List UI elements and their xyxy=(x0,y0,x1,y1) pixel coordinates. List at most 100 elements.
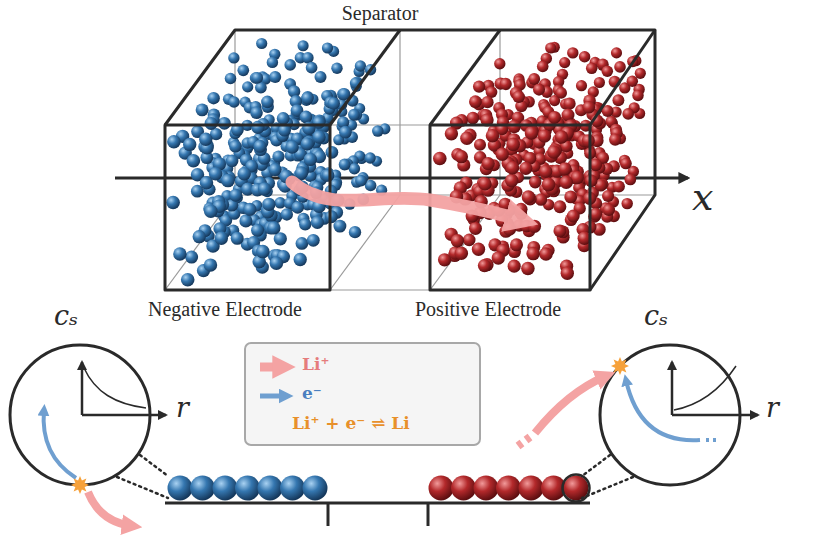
active-particle xyxy=(563,98,575,110)
active-particle xyxy=(311,216,324,229)
active-particle xyxy=(269,163,282,176)
active-particle xyxy=(185,251,198,264)
separator-tick xyxy=(327,503,330,526)
active-particle xyxy=(538,129,551,142)
active-particle xyxy=(478,177,491,190)
positive-particle xyxy=(496,476,521,501)
part-label: Separator xyxy=(342,2,419,25)
active-particle xyxy=(204,205,218,219)
reaction-star xyxy=(71,476,89,494)
active-particle xyxy=(506,161,520,175)
active-particle xyxy=(349,226,361,238)
negative-particle xyxy=(235,476,260,501)
hidden-edge xyxy=(399,30,400,195)
outer-edge xyxy=(165,30,655,290)
active-particle xyxy=(526,247,540,261)
active-particle xyxy=(315,71,327,83)
active-particle xyxy=(510,238,523,251)
concentration-axis xyxy=(671,362,674,415)
active-particle xyxy=(207,92,219,104)
active-particle xyxy=(542,178,556,192)
active-particle xyxy=(183,138,196,151)
active-particle xyxy=(473,80,485,92)
active-particle xyxy=(294,253,307,266)
active-particle xyxy=(321,169,334,182)
active-particle xyxy=(621,198,632,209)
separator-tick xyxy=(427,503,430,526)
positive-particle xyxy=(474,476,499,501)
active-particle xyxy=(193,230,206,243)
hidden-edge xyxy=(165,195,235,290)
negative-particle xyxy=(258,476,283,501)
active-particle xyxy=(455,150,468,163)
active-particle xyxy=(251,121,264,134)
active-particle xyxy=(205,117,218,130)
active-particle xyxy=(256,38,267,49)
highlighted-particle xyxy=(563,475,590,502)
active-particle xyxy=(242,81,253,92)
active-particle xyxy=(632,90,643,101)
active-particle xyxy=(301,137,314,150)
active-particle xyxy=(269,71,281,83)
lithium-flow-arrow xyxy=(292,182,522,220)
active-particle xyxy=(225,73,237,85)
leader-line xyxy=(140,455,168,476)
active-particle xyxy=(613,180,625,192)
legend-lithium-sample xyxy=(260,363,284,372)
active-particle xyxy=(614,61,626,73)
active-particle xyxy=(500,78,512,90)
active-particle xyxy=(302,52,314,64)
active-particle xyxy=(199,133,212,146)
active-particle xyxy=(348,109,360,121)
negative-particle xyxy=(168,476,193,501)
active-particle xyxy=(594,77,605,88)
particle-cloud xyxy=(166,38,646,287)
active-particle xyxy=(576,80,587,91)
active-particle xyxy=(553,224,566,237)
active-particle xyxy=(339,126,352,139)
active-particle xyxy=(301,92,314,105)
electron-arrow xyxy=(44,410,76,478)
active-particle xyxy=(612,94,624,106)
active-particle xyxy=(228,96,240,108)
active-particle xyxy=(204,258,217,271)
active-particle xyxy=(355,60,366,71)
leader-line xyxy=(117,477,168,498)
active-particle xyxy=(603,204,615,216)
active-particle xyxy=(226,155,239,168)
active-particle xyxy=(496,148,509,161)
active-particle xyxy=(539,165,552,178)
active-particle xyxy=(539,247,553,261)
concentration-curve xyxy=(84,368,146,408)
active-particle xyxy=(281,208,293,220)
active-particle xyxy=(559,57,570,68)
active-particle xyxy=(467,112,480,125)
active-particle xyxy=(267,57,278,68)
active-particle xyxy=(545,42,556,53)
active-particle xyxy=(258,182,271,195)
negative-particle xyxy=(303,476,328,501)
leader-lines xyxy=(117,455,633,498)
active-particle xyxy=(167,135,181,149)
cube-hidden-edges xyxy=(165,30,655,290)
dash xyxy=(526,437,530,440)
active-particle xyxy=(460,132,474,146)
active-particle xyxy=(635,68,646,79)
active-particle xyxy=(322,42,333,53)
negative-front-face xyxy=(165,125,330,290)
legend-frame xyxy=(245,343,480,445)
positive-particle xyxy=(564,476,589,501)
active-particle xyxy=(494,58,505,69)
active-particle xyxy=(582,134,595,147)
active-particle xyxy=(166,196,180,210)
active-particle xyxy=(196,103,209,116)
active-particle xyxy=(558,162,571,175)
concentration-axis xyxy=(81,362,84,415)
active-particle xyxy=(231,232,244,245)
active-particle xyxy=(472,243,485,256)
active-particle xyxy=(564,191,577,204)
cube-edge xyxy=(330,30,400,125)
active-particle xyxy=(512,91,524,103)
